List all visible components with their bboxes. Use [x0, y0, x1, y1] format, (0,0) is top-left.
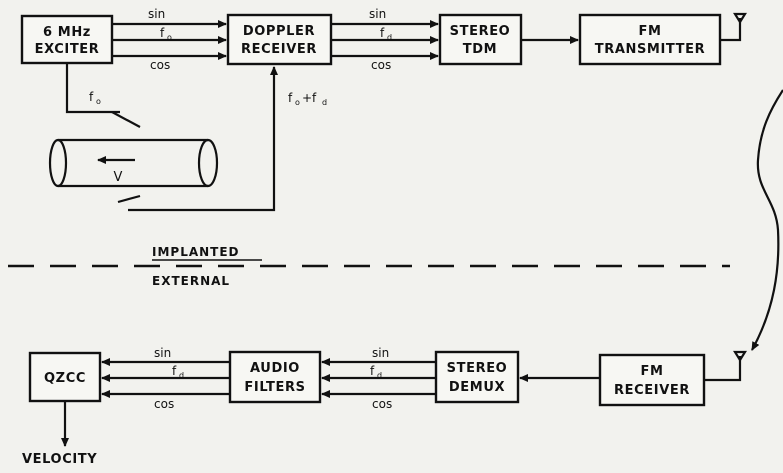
fm-transmitter-label-line2: TRANSMITTER	[595, 42, 705, 57]
signal-label-sin: sin	[154, 346, 171, 360]
stereo-demux-label-line2: DEMUX	[449, 380, 505, 395]
signal-label-cos: cos	[371, 58, 391, 72]
exciter-label-line2: EXCITER	[35, 42, 100, 57]
audio-filters-label-line1: AUDIO	[250, 361, 300, 376]
qzcc-block: QZCC	[28, 351, 102, 403]
transducer-to-doppler-signal: f o +f d	[117, 66, 327, 212]
stereo-tdm-label-line1: STEREO	[450, 24, 511, 39]
fm-transmitter-label-line1: FM	[638, 24, 661, 39]
stereo-demux-block: STEREO DEMUX	[434, 350, 520, 404]
signal-label-sin: sin	[372, 346, 389, 360]
stereo-tdm-label-line2: TDM	[463, 42, 497, 57]
implanted-external-separator: IMPLANTED EXTERNAL	[8, 245, 730, 288]
signal-label-cos: cos	[154, 397, 174, 411]
signal-label-sin: sin	[148, 7, 165, 21]
signal-label-f: f	[89, 90, 94, 104]
doppler-receiver-block: DOPPLER RECEIVER	[226, 13, 333, 66]
exciter-block: 6 MHz EXCITER	[20, 14, 114, 65]
doppler-receiver-label-line1: DOPPLER	[243, 24, 315, 39]
transmitter-antenna-icon	[720, 12, 747, 42]
signal-label-sub-o: o	[167, 33, 172, 42]
signal-label-f: f	[380, 26, 385, 40]
fm-receiver-label-line1: FM	[640, 364, 663, 379]
signal-label-sub-d: d	[322, 98, 327, 107]
stereo-demux-label-line1: STEREO	[447, 361, 508, 376]
signal-label-cos: cos	[372, 397, 392, 411]
audio-filters-label-line2: FILTERS	[244, 380, 305, 395]
fm-transmitter-block: FM TRANSMITTER	[578, 13, 722, 66]
demux-to-filters-signals: sin f d cos	[321, 346, 436, 411]
doppler-to-tdm-signals: sin f d cos	[331, 7, 439, 72]
exciter-to-doppler-signals: sin f o cos	[112, 7, 227, 72]
doppler-receiver-label-line2: RECEIVER	[241, 42, 317, 57]
velocity-symbol: V	[114, 170, 123, 185]
fm-receiver-block: FM RECEIVER	[598, 353, 706, 407]
filters-to-qzcc-signals: sin f d cos	[101, 346, 230, 411]
signal-label-sub-d: d	[387, 33, 392, 42]
signal-label-f: f	[172, 364, 177, 378]
signal-label-f: f	[370, 364, 375, 378]
exciter-label-line1: 6 MHz	[43, 25, 91, 40]
external-label: EXTERNAL	[152, 274, 230, 288]
signal-label-sub-d: d	[179, 371, 184, 380]
signal-label-sub-o: o	[295, 98, 300, 107]
wireless-link-line	[751, 89, 783, 351]
signal-label-cos: cos	[150, 58, 170, 72]
signal-label-f: f	[160, 26, 165, 40]
signal-label-f: f	[288, 91, 293, 105]
signal-label-sub-o: o	[96, 97, 101, 106]
signal-label-sub-d: d	[377, 371, 382, 380]
signal-label-plus-f: +f	[302, 91, 317, 105]
velocity-output-label: VELOCITY	[22, 452, 97, 467]
signal-label-sin: sin	[369, 7, 386, 21]
stereo-tdm-block: STEREO TDM	[438, 13, 523, 66]
receiver-antenna-icon	[704, 350, 747, 382]
blood-vessel-icon: V	[48, 138, 219, 188]
exciter-to-transducer-signal: f o	[65, 63, 141, 128]
qzcc-label: QZCC	[44, 371, 86, 386]
fm-receiver-label-line2: RECEIVER	[614, 383, 690, 398]
implanted-label: IMPLANTED	[152, 245, 240, 259]
audio-filters-block: AUDIO FILTERS	[228, 350, 322, 404]
